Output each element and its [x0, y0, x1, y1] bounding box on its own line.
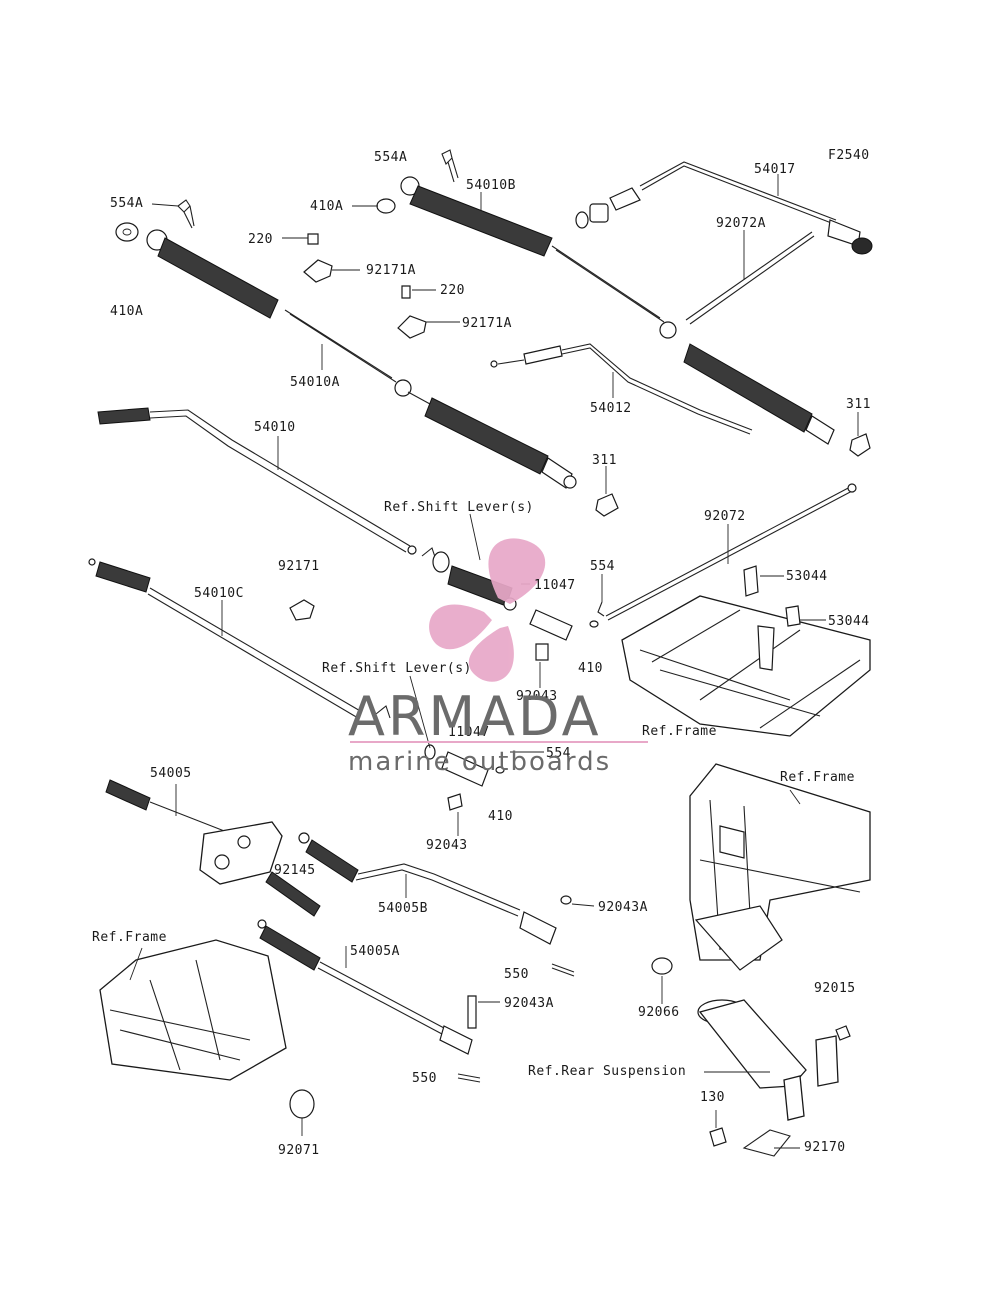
clamp-92171a-upper — [303, 259, 333, 283]
label-550-lower: 550 — [412, 1071, 437, 1086]
cable-54010c — [88, 558, 363, 719]
label-ref-frame-left: Ref.Frame — [92, 930, 167, 945]
label-11047-upper: 11047 — [534, 578, 576, 593]
label-550-upper: 550 — [504, 967, 529, 982]
shift-lever-parts-upper — [421, 547, 599, 661]
label-11047-lower: 11047 — [448, 725, 490, 740]
label-54005a: 54005A — [350, 944, 400, 959]
cable-54010b — [400, 176, 835, 445]
label-92072a: 92072A — [716, 216, 766, 231]
label-92072: 92072 — [704, 509, 746, 524]
label-410a-left: 410A — [110, 304, 143, 319]
spring-92145 — [265, 871, 321, 917]
label-554-lower: 554 — [546, 746, 571, 761]
clamp-92171a-lower — [397, 315, 427, 339]
label-54010c: 54010C — [194, 586, 244, 601]
watermark-tagline: marine outboards — [348, 747, 611, 777]
clamp-92171 — [289, 599, 315, 621]
watermark — [429, 538, 546, 682]
label-92043a-lower: 92043A — [504, 996, 554, 1011]
shift-lever-parts-lower — [375, 705, 505, 811]
bolt-220-upper — [307, 233, 319, 245]
label-410-lower: 410 — [488, 809, 513, 824]
label-54010b: 54010B — [466, 178, 516, 193]
pin-92043a-upper — [560, 895, 572, 905]
label-54005b: 54005B — [378, 901, 428, 916]
label-54010a: 54010A — [290, 375, 340, 390]
label-92043-lower: 92043 — [426, 838, 468, 853]
label-92171a-upper: 92171A — [366, 263, 416, 278]
label-92015: 92015 — [814, 981, 856, 996]
rear-suspension-bracket — [697, 999, 851, 1121]
cable-54010 — [97, 407, 417, 555]
clip-554a-left — [177, 199, 195, 229]
part-92066 — [651, 957, 673, 975]
bushing-92071 — [289, 1089, 315, 1119]
cable-54010a — [146, 229, 577, 489]
propeller-logo — [429, 538, 546, 682]
label-92043a-upper: 92043A — [598, 900, 648, 915]
label-ref-frame-upper: Ref.Frame — [642, 724, 717, 739]
label-53044-lower: 53044 — [828, 614, 870, 629]
label-311-left: 311 — [592, 453, 617, 468]
label-410a-top: 410A — [310, 199, 343, 214]
label-ref-rear-suspension: Ref.Rear Suspension — [528, 1064, 686, 1079]
frame-lower-left — [99, 939, 287, 1081]
label-92171: 92171 — [278, 559, 320, 574]
label-92071: 92071 — [278, 1143, 320, 1158]
label-54012: 54012 — [590, 401, 632, 416]
watermark-brand: ARMADA — [348, 685, 602, 748]
cable-54005 — [105, 779, 283, 885]
label-54005: 54005 — [150, 766, 192, 781]
cable-54012 — [490, 343, 753, 435]
label-554a-left: 554A — [110, 196, 143, 211]
nut-311-left — [595, 493, 619, 517]
figure-code: F2540 — [828, 148, 870, 163]
label-ref-shift-lever-upper: Ref.Shift Lever(s) — [384, 500, 534, 515]
bolt-220-lower — [401, 285, 411, 299]
label-53044-upper: 53044 — [786, 569, 828, 584]
label-311-right: 311 — [846, 397, 871, 412]
label-92066: 92066 — [638, 1005, 680, 1020]
cotter-pin-550-lower — [457, 1073, 481, 1083]
label-554-upper: 554 — [590, 559, 615, 574]
label-92170: 92170 — [804, 1140, 846, 1155]
cable-54005a — [257, 919, 473, 1055]
label-54010: 54010 — [254, 420, 296, 435]
label-220-lower: 220 — [440, 283, 465, 298]
label-220-upper: 220 — [248, 232, 273, 247]
washer-410a-top — [376, 198, 396, 214]
cable-54005b — [298, 832, 557, 945]
label-ref-frame-right: Ref.Frame — [780, 770, 855, 785]
clip-92170 — [742, 1129, 791, 1157]
nut-311-right — [849, 433, 871, 457]
clip-554a-top — [441, 149, 459, 183]
clip-554-upper — [597, 601, 605, 617]
label-92171a-lower: 92171A — [462, 316, 512, 331]
label-410-upper: 410 — [578, 661, 603, 676]
label-ref-shift-lever-lower: Ref.Shift Lever(s) — [322, 661, 472, 676]
cable-tie-92072a — [685, 231, 815, 325]
label-92145: 92145 — [274, 863, 316, 878]
frame-lower-right — [689, 763, 871, 971]
label-92043-upper: 92043 — [516, 689, 558, 704]
washer-410a-left — [115, 222, 139, 242]
cable-92072 — [605, 483, 857, 621]
frame-upper-right — [621, 565, 871, 737]
cotter-pin-550-upper — [551, 963, 575, 977]
cable-54017 — [575, 161, 873, 255]
bolt-130 — [709, 1127, 727, 1147]
pin-92043a-lower — [467, 995, 477, 1029]
label-130: 130 — [700, 1090, 725, 1105]
label-554a-top: 554A — [374, 150, 407, 165]
label-54017: 54017 — [754, 162, 796, 177]
